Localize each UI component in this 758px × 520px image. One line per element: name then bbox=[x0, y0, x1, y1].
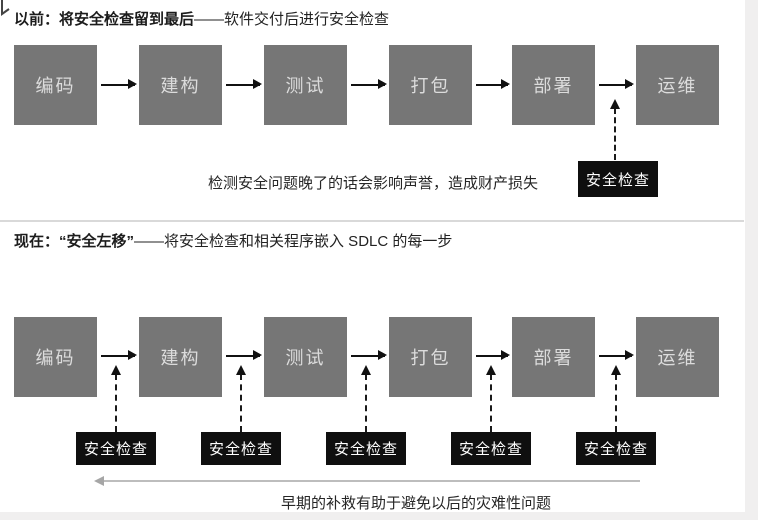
section-now-caption: 早期的补救有助于避免以后的灾难性问题 bbox=[280, 495, 551, 512]
stage-box-coding: 编码 bbox=[14, 45, 97, 125]
security-check-badge: 安全检查 bbox=[451, 432, 531, 465]
security-check-badge: 安全检查 bbox=[76, 432, 156, 465]
section-before-title-rest: ——软件交付后进行安全检查 bbox=[194, 11, 390, 28]
flow-arrow-icon bbox=[476, 79, 510, 89]
stage-box-test: 测试 bbox=[264, 45, 347, 125]
flow-arrow-icon bbox=[226, 350, 262, 360]
flow-arrow-icon bbox=[599, 350, 634, 360]
flow-arrow-icon bbox=[101, 350, 137, 360]
security-check-badge: 安全检查 bbox=[578, 161, 658, 197]
pointer-artifact-icon bbox=[0, 0, 12, 23]
section-before-title-strong: 以前：将安全检查留到最后 bbox=[14, 11, 195, 28]
security-check-badge: 安全检查 bbox=[326, 432, 406, 465]
section-now-title-strong: 现在：“安全左移” bbox=[14, 233, 135, 250]
stage-box-deploy: 部署 bbox=[512, 45, 595, 125]
dashed-up-arrow-icon bbox=[236, 365, 246, 432]
flow-arrow-icon bbox=[351, 79, 387, 89]
flow-arrow-icon bbox=[599, 79, 634, 89]
page-margin-right bbox=[745, 0, 758, 520]
page-margin-bottom bbox=[0, 512, 758, 520]
stage-box-test: 测试 bbox=[264, 317, 347, 397]
dashed-up-arrow-icon bbox=[361, 365, 371, 432]
section-before-title: 以前：将安全检查留到最后——软件交付后进行安全检查 bbox=[14, 8, 389, 29]
stage-box-operate: 运维 bbox=[636, 45, 719, 125]
stage-box-build: 建构 bbox=[139, 317, 222, 397]
security-check-badge: 安全检查 bbox=[576, 432, 656, 465]
dashed-up-arrow-icon bbox=[111, 365, 121, 432]
security-check-badge: 安全检查 bbox=[201, 432, 281, 465]
section-now-title-rest: ——将安全检查和相关程序嵌入 SDLC 的每一步 bbox=[134, 233, 453, 250]
stage-box-package: 打包 bbox=[389, 45, 472, 125]
stage-box-deploy: 部署 bbox=[512, 317, 595, 397]
stage-box-package: 打包 bbox=[389, 317, 472, 397]
flow-arrow-icon bbox=[101, 79, 137, 89]
section-divider bbox=[0, 220, 744, 222]
stage-box-coding: 编码 bbox=[14, 317, 97, 397]
dashed-up-arrow-icon bbox=[611, 365, 621, 432]
shift-left-arrow-icon bbox=[94, 476, 640, 486]
section-now-title: 现在：“安全左移”——将安全检查和相关程序嵌入 SDLC 的每一步 bbox=[14, 230, 452, 251]
section-before-caption: 检测安全问题晚了的话会影响声誉，造成财产损失 bbox=[207, 175, 538, 192]
flow-arrow-icon bbox=[476, 350, 510, 360]
dashed-up-arrow-icon bbox=[610, 99, 620, 160]
stage-box-operate: 运维 bbox=[636, 317, 719, 397]
flow-arrow-icon bbox=[226, 79, 262, 89]
flow-arrow-icon bbox=[351, 350, 387, 360]
stage-box-build: 建构 bbox=[139, 45, 222, 125]
dashed-up-arrow-icon bbox=[486, 365, 496, 432]
